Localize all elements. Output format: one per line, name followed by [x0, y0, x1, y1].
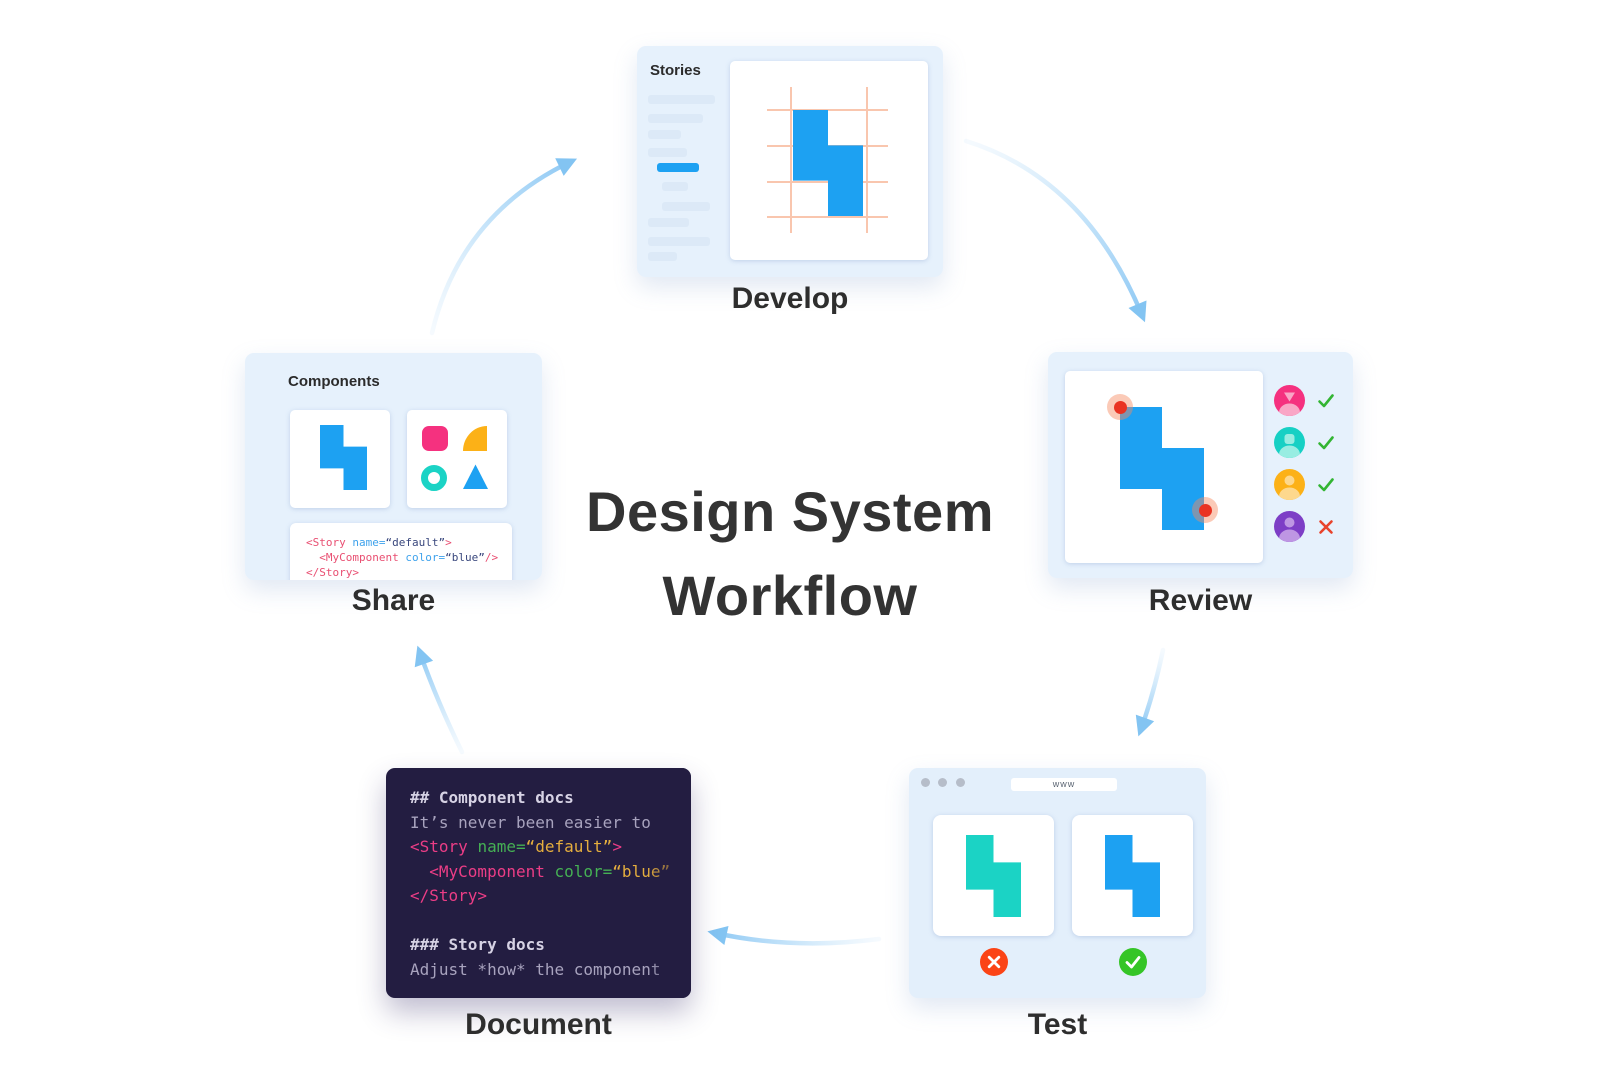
comment-marker-icon — [1192, 497, 1218, 523]
title-line-1: Design System — [586, 480, 994, 543]
avatar — [1274, 385, 1305, 416]
component-glyph-icon — [1105, 834, 1160, 917]
share-card: Components <Story name=“default”> <MyCom… — [245, 353, 542, 580]
arrow-share-to-develop — [429, 158, 578, 336]
page-title: Design System Workflow — [495, 470, 1085, 638]
reviewer-row — [1274, 511, 1335, 542]
share-shapes-panel — [407, 410, 507, 508]
arrow-review-to-test — [1135, 647, 1166, 737]
grid-line — [866, 87, 868, 233]
check-icon — [1318, 477, 1334, 491]
components-panel-title: Components — [288, 373, 380, 390]
code-fade-overlay — [647, 768, 691, 998]
test-card: www — [909, 768, 1206, 998]
review-card — [1048, 352, 1353, 578]
selected-story-item — [657, 163, 699, 172]
donut-icon — [421, 465, 447, 491]
test-result-panels — [933, 815, 1193, 976]
comment-marker-icon — [1107, 394, 1133, 420]
component-glyph-icon — [966, 834, 1021, 917]
component-glyph-icon — [793, 110, 863, 216]
component-glyph-icon — [1120, 407, 1204, 530]
test-result-pass — [1072, 815, 1193, 976]
test-label: Test — [1027, 1008, 1088, 1041]
grid-line — [767, 216, 888, 218]
shape-set — [421, 426, 488, 491]
pink-square-icon — [422, 426, 448, 451]
reviewer-row — [1274, 427, 1335, 458]
review-preview-panel — [1065, 371, 1263, 563]
reviewer-row — [1274, 385, 1335, 416]
fail-badge-icon — [979, 948, 1008, 976]
avatar — [1274, 469, 1305, 500]
arrow-develop-to-review — [963, 138, 1147, 323]
develop-card: Stories — [637, 46, 943, 277]
browser-dot-icon — [956, 778, 965, 787]
share-component-panel — [290, 410, 390, 508]
develop-label: Develop — [731, 282, 849, 315]
component-glyph-icon — [320, 425, 367, 490]
stories-sidebar-title: Stories — [650, 62, 701, 79]
test-result-fail — [933, 815, 1054, 976]
pass-badge-icon — [1118, 948, 1147, 976]
browser-dot-icon — [921, 778, 930, 787]
check-icon — [1318, 393, 1334, 407]
share-code-snippet: <Story name=“default”> <MyComponent colo… — [290, 523, 512, 580]
avatar — [1274, 511, 1305, 542]
arrow-document-to-share — [414, 645, 465, 755]
document-label: Document — [465, 1008, 612, 1041]
browser-address-bar: www — [1011, 778, 1117, 791]
quarter-circle-icon — [463, 426, 487, 451]
test-preview-panel — [933, 815, 1054, 936]
review-label: Review — [1148, 584, 1253, 617]
browser-dot-icon — [938, 778, 947, 787]
title-line-2: Workflow — [662, 564, 918, 627]
reviewer-row — [1274, 469, 1335, 500]
share-label: Share — [351, 584, 436, 617]
test-preview-panel — [1072, 815, 1193, 936]
grid-line — [767, 181, 888, 183]
x-icon — [1319, 519, 1333, 534]
reviewer-list — [1274, 385, 1335, 542]
grid-line — [790, 87, 792, 233]
avatar — [1274, 427, 1305, 458]
develop-preview-panel — [730, 61, 928, 260]
arrow-test-to-document — [707, 925, 882, 946]
check-icon — [1318, 435, 1334, 449]
triangle-icon — [463, 464, 488, 489]
